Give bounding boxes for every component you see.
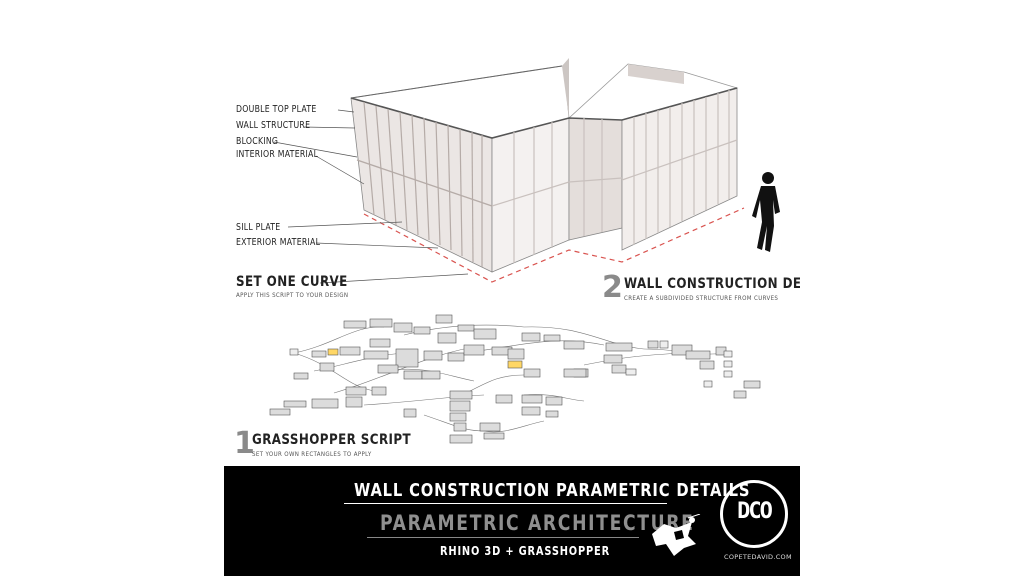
poster: DOUBLE TOP PLATE WALL STRUCTURE BLOCKING… xyxy=(224,0,800,576)
callout-exterior-material: EXTERIOR MATERIAL xyxy=(236,237,321,248)
callout-double-top-plate: DOUBLE TOP PLATE xyxy=(236,104,317,115)
footer-divider-top xyxy=(344,503,667,504)
footer-title: WALL CONSTRUCTION PARAMETRIC DETAILS xyxy=(354,480,751,501)
footer-tools: RHINO 3D + GRASSHOPPER xyxy=(440,544,610,558)
person-silhouette xyxy=(752,172,780,252)
callout-sill-plate: SILL PLATE xyxy=(236,222,281,233)
grasshopper-title: GRASSHOPPER SCRIPT xyxy=(252,432,412,448)
step-number-1: 1 xyxy=(234,426,255,461)
building-illustration xyxy=(273,58,780,284)
footer-subtitle: PARAMETRIC ARCHITECTURE xyxy=(380,511,695,535)
rhino-grasshopper-icon xyxy=(652,514,701,556)
set-curve-title: SET ONE CURVE xyxy=(236,274,348,290)
footer-divider-bottom xyxy=(367,537,639,538)
grasshopper-node-graph xyxy=(269,314,761,444)
wall-details-subtitle: CREATE A SUBDIVIDED STRUCTURE FROM CURVE… xyxy=(624,294,779,302)
step-number-2: 2 xyxy=(602,270,623,305)
callout-interior-material: INTERIOR MATERIAL xyxy=(236,149,319,160)
callout-wall-structure: WALL STRUCTURE xyxy=(236,120,311,131)
dco-logo: DCO xyxy=(720,480,788,548)
footer-website: COPETEDAVID.COM xyxy=(724,553,792,561)
wall-details-title: WALL CONSTRUCTION DETAILS xyxy=(624,276,800,292)
set-curve-subtitle: APPLY THIS SCRIPT TO YOUR DESIGN xyxy=(236,291,349,299)
footer-banner: WALL CONSTRUCTION PARAMETRIC DETAILS PAR… xyxy=(224,466,800,576)
callout-blocking: BLOCKING xyxy=(236,136,279,147)
grasshopper-subtitle: SET YOUR OWN RECTANGLES TO APPLY xyxy=(252,450,372,458)
